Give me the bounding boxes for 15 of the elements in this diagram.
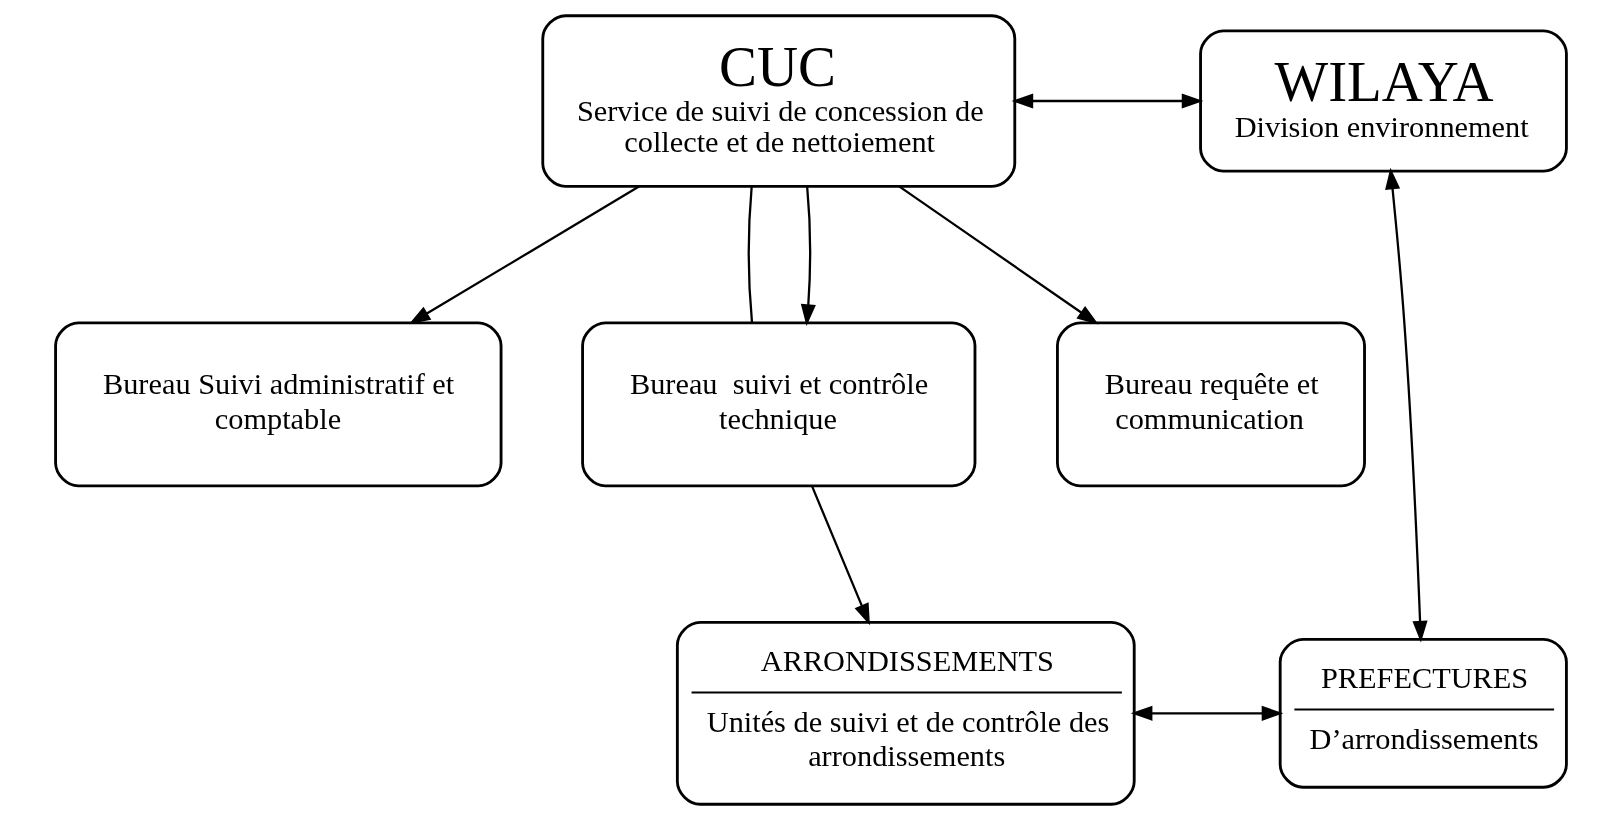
arrow xyxy=(898,185,1099,325)
arrow xyxy=(1130,705,1283,721)
node-box: ARRONDISSEMENTS Unités de suivi et de contrôle des arrondissements xyxy=(675,620,1136,806)
node-box: Bureau Suivi administratif et comptable xyxy=(53,321,502,488)
node-box: Bureau suivi et contrôle technique xyxy=(580,321,976,488)
connector xyxy=(747,186,753,323)
arrow xyxy=(1384,167,1428,643)
node-box: Bureau requête et communication xyxy=(1055,321,1366,488)
arrow xyxy=(810,485,870,626)
node-box: CUC Service de suivi de concession de collecte et de nettoiement xyxy=(540,14,1016,188)
arrow xyxy=(1011,93,1203,109)
node-box: WILAYA Division environnement xyxy=(1198,29,1568,173)
arrow xyxy=(800,186,816,326)
node-box: PREFECTURES D’arrondissements xyxy=(1278,637,1568,789)
arrow xyxy=(408,185,640,325)
